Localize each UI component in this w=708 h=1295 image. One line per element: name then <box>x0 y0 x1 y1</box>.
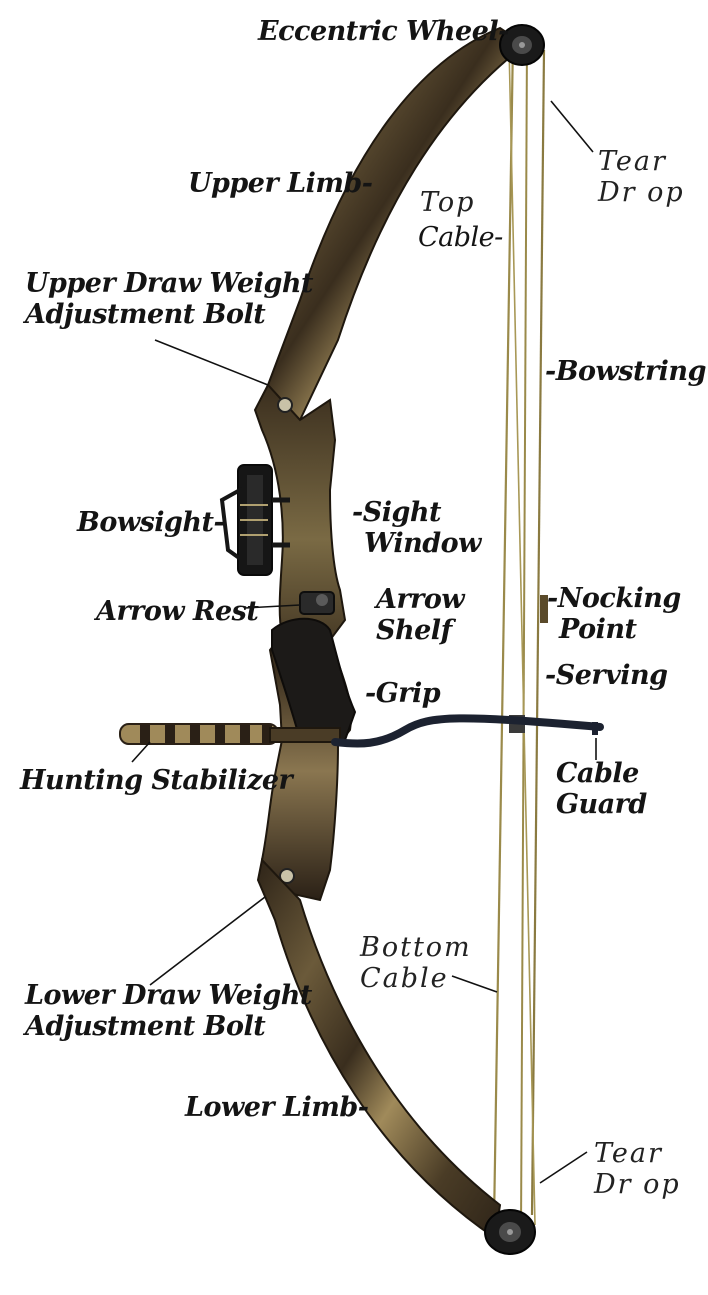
label-bottom-cable-line2: Cable <box>360 963 472 994</box>
upper-bolt-head <box>278 398 292 412</box>
label-bottom-cable: Bottom Cable <box>360 932 472 994</box>
hunting-stabilizer <box>120 724 340 744</box>
cable-guard <box>335 718 600 743</box>
label-cable-guard-line1: Cable <box>556 758 647 789</box>
label-tear-drop-bottom-line2: Dr op <box>594 1169 681 1200</box>
label-tear-drop-top: Tear Dr op <box>598 146 685 208</box>
label-upper-draw-weight: Upper Draw Weight Adjustment Bolt <box>25 268 313 330</box>
label-nocking-point-line1: -Nocking <box>547 583 681 614</box>
label-tear-drop-bottom: Tear Dr op <box>594 1138 681 1200</box>
label-arrow-shelf: Arrow Shelf <box>376 584 464 646</box>
label-grip: -Grip <box>365 678 440 709</box>
label-sight-window-line2: Window <box>352 528 481 559</box>
strings <box>494 40 548 1230</box>
label-top-cable-line2: Cable- <box>418 222 503 253</box>
label-bowsight: Bowsight- <box>77 507 224 538</box>
label-eccentric-wheel: Eccentric Wheel- <box>258 16 509 47</box>
label-tear-drop-top-line1: Tear <box>598 146 685 177</box>
label-serving: -Serving <box>545 660 668 691</box>
label-lower-draw-weight-line2: Adjustment Bolt <box>25 1011 312 1042</box>
bowstring-line <box>532 50 544 1215</box>
label-lower-draw-weight-line1: Lower Draw Weight <box>25 980 312 1011</box>
label-top-cable-line1: Top <box>420 187 475 218</box>
bottom-eccentric-wheel <box>485 1210 535 1254</box>
top-cable-line <box>494 40 513 1222</box>
label-upper-limb: Upper Limb- <box>188 168 373 199</box>
label-nocking-point: -Nocking Point <box>547 583 681 645</box>
label-hunting-stabilizer: Hunting Stabilizer <box>20 765 292 796</box>
label-cable-guard: Cable Guard <box>556 758 647 820</box>
label-bottom-cable-line1: Bottom <box>360 932 472 963</box>
label-arrow-shelf-line1: Arrow <box>376 584 464 615</box>
label-cable-guard-line2: Guard <box>556 789 647 820</box>
label-sight-window: -Sight Window <box>352 497 481 559</box>
arrow-rest <box>300 592 334 614</box>
label-nocking-point-line2: Point <box>547 614 681 645</box>
lower-limb <box>258 860 500 1238</box>
label-sight-window-line1: -Sight <box>352 497 481 528</box>
label-bowstring: -Bowstring <box>545 356 706 387</box>
label-upper-draw-weight-line2: Adjustment Bolt <box>25 299 313 330</box>
label-tear-drop-bottom-line1: Tear <box>594 1138 681 1169</box>
label-upper-draw-weight-line1: Upper Draw Weight <box>25 268 313 299</box>
label-arrow-shelf-line2: Shelf <box>376 615 464 646</box>
label-arrow-rest: Arrow Rest <box>96 596 258 627</box>
label-lower-limb: Lower Limb- <box>185 1092 368 1123</box>
label-tear-drop-top-line2: Dr op <box>598 177 685 208</box>
label-lower-draw-weight: Lower Draw Weight Adjustment Bolt <box>25 980 312 1042</box>
